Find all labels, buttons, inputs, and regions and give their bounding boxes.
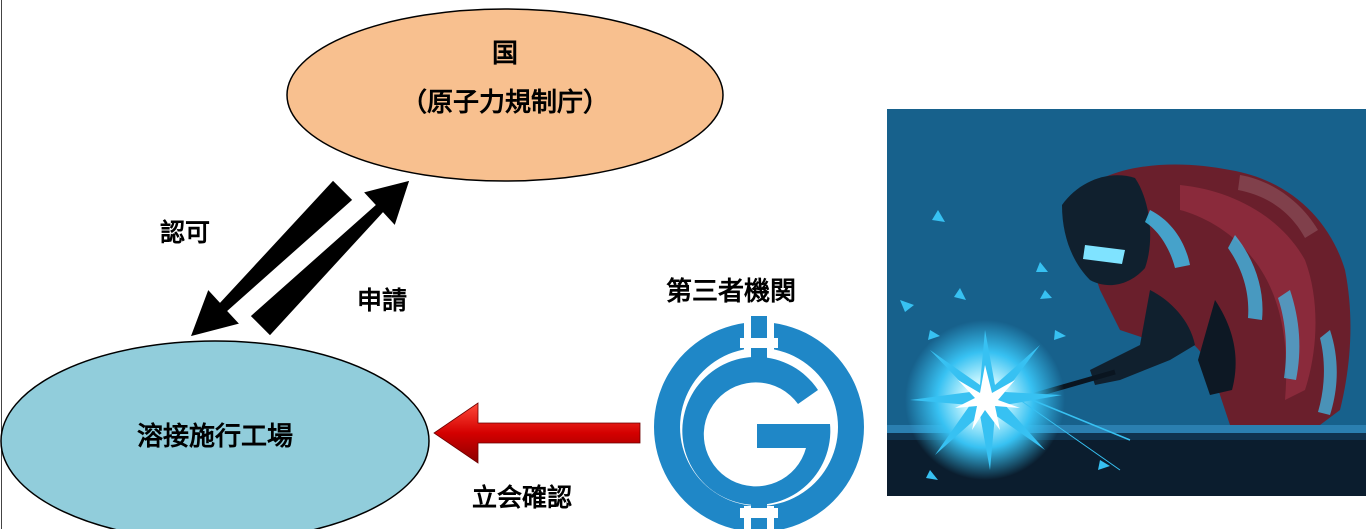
government-agency-label: （原子力規制庁） — [400, 88, 609, 118]
application-label: 申請 — [357, 286, 408, 315]
third-party-logo-icon — [653, 316, 866, 529]
welder-illustration — [887, 109, 1366, 496]
frame-border — [1, 0, 2, 529]
factory-name-label: 溶接施行工場 — [136, 422, 293, 452]
witness-check-label: 立会確認 — [472, 483, 573, 512]
approval-label: 認可 — [160, 218, 211, 247]
factory-node — [0, 340, 430, 529]
approval-arrow — [189, 179, 354, 338]
third-party-label: 第三者機関 — [666, 277, 797, 307]
government-name-label: 国 — [491, 39, 518, 69]
government-node — [286, 8, 724, 182]
application-arrow — [249, 179, 411, 337]
witness-arrow — [433, 402, 641, 464]
